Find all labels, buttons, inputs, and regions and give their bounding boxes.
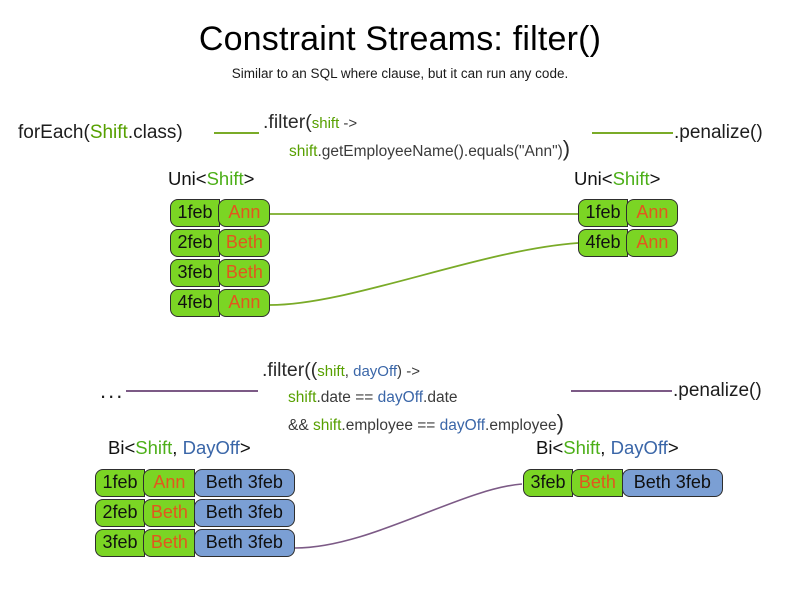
bi-filter-l3-mid: .employee ==: [341, 417, 440, 434]
bi-left-caption: Bi<Shift, DayOff>: [108, 437, 251, 459]
uni-penalize-label: .penalize(): [674, 122, 763, 143]
cell-name: Ann: [218, 199, 271, 227]
cell-pair: Beth 3feb: [193, 469, 295, 497]
bi-filter-l3-var2: dayOff: [439, 417, 486, 434]
cell-pair: Beth 3feb: [193, 529, 295, 557]
cell-name: Ann: [626, 199, 679, 227]
bi-filter-line2: shift.date == dayOff.date: [262, 384, 564, 410]
uni-right-caption-suffix: >: [649, 168, 661, 189]
wire-uni-row4: [269, 242, 579, 306]
uni-left-caption: Uni<Shift>: [168, 168, 254, 190]
bi-right-table: 3feb Beth Beth 3feb: [523, 469, 723, 499]
cell-date: 4feb: [170, 289, 220, 317]
bi-filter-close: ): [556, 410, 564, 435]
uni-filter-close: ): [562, 136, 571, 161]
bi-penalize-label: .penalize(): [673, 380, 762, 401]
foreach-label: forEach(Shift.class): [18, 122, 183, 144]
cell-date: 1feb: [95, 469, 145, 497]
table-row[interactable]: 4feb Ann: [578, 229, 679, 257]
bi-source-dots: ...: [100, 378, 125, 403]
table-row[interactable]: 3feb Beth: [170, 259, 271, 287]
bi-filter-param1: shift: [317, 363, 345, 380]
table-row[interactable]: 3feb Beth Beth 3feb: [95, 529, 295, 557]
bi-left-caption-type1: Shift: [135, 437, 173, 458]
cell-pair: Beth 3feb: [193, 499, 295, 527]
table-row[interactable]: 1feb Ann: [578, 199, 679, 227]
uni-filter-code: .filter(shift -> shift.getEmployeeName()…: [263, 110, 570, 164]
bi-left-table: 1feb Ann Beth 3feb 2feb Beth Beth 3feb 3…: [95, 469, 295, 559]
uni-filter-line1: .filter(shift ->: [263, 110, 570, 136]
table-row[interactable]: 3feb Beth Beth 3feb: [523, 469, 723, 497]
bi-right-caption-prefix: Bi<: [536, 437, 564, 458]
bi-filter-l3-var1: shift: [312, 417, 342, 434]
bi-filter-line1: .filter((shift, dayOff) ->: [262, 358, 564, 384]
uni-right-caption-type: Shift: [612, 168, 650, 189]
bi-left-caption-comma: ,: [172, 437, 183, 458]
bi-left-caption-type2: DayOff: [182, 437, 240, 458]
foreach-prefix: forEach(: [18, 122, 90, 143]
uni-left-caption-suffix: >: [243, 168, 255, 189]
foreach-type: Shift: [89, 122, 128, 143]
cell-date: 1feb: [578, 199, 628, 227]
bi-filter-code: .filter((shift, dayOff) -> shift.date ==…: [262, 358, 564, 438]
bi-filter-param2: dayOff: [353, 363, 398, 380]
uni-right-table: 1feb Ann 4feb Ann: [578, 199, 679, 259]
cell-name: Ann: [218, 289, 271, 317]
cell-date: 3feb: [523, 469, 573, 497]
foreach-suffix: .class): [127, 122, 183, 143]
bi-filter-arrow: ) ->: [397, 363, 420, 380]
bi-right-caption-comma: ,: [600, 437, 611, 458]
cell-date: 1feb: [170, 199, 220, 227]
cell-name: Beth: [218, 259, 271, 287]
cell-name: Beth: [218, 229, 271, 257]
cell-pair: Beth 3feb: [621, 469, 723, 497]
cell-name: Ann: [626, 229, 679, 257]
bi-filter-comma: ,: [344, 363, 354, 380]
table-row[interactable]: 2feb Beth Beth 3feb: [95, 499, 295, 527]
bi-right-caption-type1: Shift: [563, 437, 601, 458]
bi-filter-l3-and: &&: [288, 417, 313, 434]
bi-right-caption: Bi<Shift, DayOff>: [536, 437, 679, 459]
bi-right-caption-suffix: >: [667, 437, 679, 458]
cell-name: Beth: [571, 469, 624, 497]
bi-filter-line3: && shift.employee == dayOff.employee): [262, 410, 564, 438]
uni-filter-line2: shift.getEmployeeName().equals("Ann")): [263, 136, 570, 164]
table-row[interactable]: 4feb Ann: [170, 289, 271, 317]
bi-filter-l2-var2: dayOff: [377, 389, 424, 406]
uni-right-caption-prefix: Uni<: [574, 168, 613, 189]
bi-left-caption-prefix: Bi<: [108, 437, 136, 458]
table-row[interactable]: 2feb Beth: [170, 229, 271, 257]
bi-filter-l2-end: .date: [423, 389, 458, 406]
cell-name: Beth: [143, 499, 196, 527]
cell-date: 2feb: [170, 229, 220, 257]
uni-filter-arrow: ->: [339, 115, 358, 132]
uni-left-table: 1feb Ann 2feb Beth 3feb Beth 4feb Ann: [170, 199, 271, 319]
bi-left-caption-suffix: >: [239, 437, 251, 458]
cell-date: 3feb: [95, 529, 145, 557]
bi-right-caption-type2: DayOff: [610, 437, 668, 458]
page-title: Constraint Streams: filter(): [198, 20, 602, 58]
uni-filter-head: .filter(: [263, 111, 312, 133]
uni-left-caption-prefix: Uni<: [168, 168, 207, 189]
uni-filter-param: shift: [311, 115, 340, 132]
table-row[interactable]: 1feb Ann Beth 3feb: [95, 469, 295, 497]
uni-right-caption: Uni<Shift>: [574, 168, 660, 190]
bi-filter-l2-mid: .date ==: [316, 389, 378, 406]
bi-filter-l2-var1: shift: [288, 389, 317, 406]
cell-date: 3feb: [170, 259, 220, 287]
cell-name: Beth: [143, 529, 196, 557]
uni-filter-body-rest: .getEmployeeName().equals("Ann"): [317, 143, 563, 160]
bi-filter-head: .filter((: [262, 359, 318, 381]
table-row[interactable]: 1feb Ann: [170, 199, 271, 227]
cell-date: 2feb: [95, 499, 145, 527]
page-subtitle: Similar to an SQL where clause, but it c…: [231, 66, 569, 81]
wire-bi-row3: [294, 483, 523, 549]
cell-name: Ann: [143, 469, 196, 497]
uni-filter-body-var: shift: [289, 143, 318, 160]
bi-filter-l3-end: .employee: [485, 417, 557, 434]
cell-date: 4feb: [578, 229, 628, 257]
uni-left-caption-type: Shift: [206, 168, 244, 189]
